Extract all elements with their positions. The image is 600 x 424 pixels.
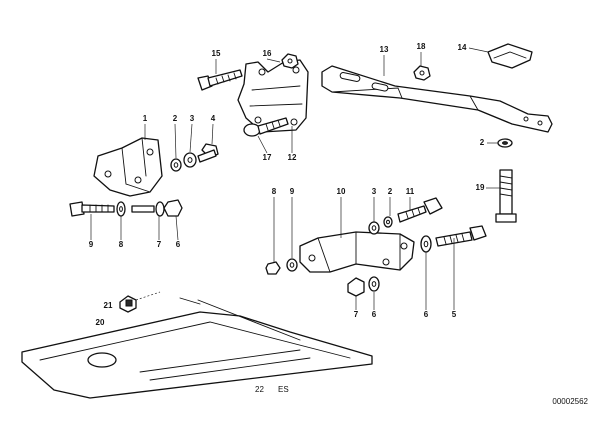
- part-6-nut-left: [163, 199, 183, 217]
- part-6-washer-lower: [368, 276, 380, 292]
- part-14-small-bracket: [487, 43, 533, 69]
- part-10-lower-bracket: [299, 231, 415, 273]
- part-3-washer-upper: [183, 152, 197, 168]
- callout-21: 21: [103, 301, 113, 310]
- callout-10: 10: [336, 187, 346, 196]
- callout-2-right: 2: [479, 138, 485, 147]
- part-2-washer-bracket: [383, 216, 393, 228]
- callout-1: 1: [142, 114, 148, 123]
- part-12-mounting-plate: [237, 59, 309, 133]
- callout-11: 11: [405, 187, 415, 196]
- callout-17: 17: [262, 153, 272, 162]
- part-19-long-bolt: [495, 169, 517, 223]
- callout-8-left: 8: [118, 240, 124, 249]
- part-1-mount-bracket: [93, 137, 163, 197]
- callout-3-upper: 3: [189, 114, 195, 123]
- callout-7-lower: 7: [353, 310, 359, 319]
- callout-9-left: 9: [88, 240, 94, 249]
- part-5-bolt-right: [435, 225, 487, 247]
- diagram-group-suffix: ES: [278, 385, 289, 394]
- part-2-washer-right: [497, 138, 513, 148]
- part-13-bracket-arm: [321, 65, 553, 133]
- part-7-nut-lower: [347, 277, 365, 297]
- part-8-washer-left: [116, 201, 126, 217]
- part-11-bolt: [397, 197, 443, 223]
- part-15-bolt: [197, 69, 243, 91]
- part-9-bolt-left: [69, 201, 115, 217]
- callout-7-left: 7: [156, 240, 162, 249]
- leader-lines: [90, 47, 500, 310]
- part-18-nut: [413, 65, 431, 81]
- part-21-fastener: [119, 291, 161, 313]
- callout-15: 15: [211, 49, 221, 58]
- callout-6-right: 6: [423, 310, 429, 319]
- callout-14: 14: [457, 43, 467, 52]
- part-17-bolt: [243, 117, 289, 137]
- callout-2-bracket: 2: [387, 187, 393, 196]
- callout-6-lower: 6: [371, 310, 377, 319]
- callout-16: 16: [262, 49, 272, 58]
- callout-5: 5: [451, 310, 457, 319]
- callout-9-mid: 9: [289, 187, 295, 196]
- callout-12: 12: [287, 153, 297, 162]
- part-3-washer-bracket: [368, 221, 380, 235]
- part-4-bolt: [197, 143, 219, 163]
- callout-3-bracket: 3: [371, 187, 377, 196]
- callout-18: 18: [416, 42, 426, 51]
- part-7-stud-left: [131, 201, 165, 217]
- callout-8-mid: 8: [271, 187, 277, 196]
- part-16-nut: [281, 53, 299, 69]
- callout-4: 4: [210, 114, 216, 123]
- callout-20: 20: [95, 318, 105, 327]
- part-3-washer-mid: [286, 258, 298, 272]
- diagram-reference-code: 00002562: [552, 397, 588, 406]
- callout-19: 19: [475, 183, 485, 192]
- part-2-washer-upper: [170, 158, 182, 172]
- callout-6-left: 6: [175, 240, 181, 249]
- callout-13: 13: [379, 45, 389, 54]
- part-20-guard-plate: [21, 297, 373, 399]
- part-6-washer-right: [420, 235, 432, 253]
- part-9-nut-mid: [265, 261, 281, 275]
- callout-2-upper: 2: [172, 114, 178, 123]
- diagram-group-number: 22: [255, 385, 264, 394]
